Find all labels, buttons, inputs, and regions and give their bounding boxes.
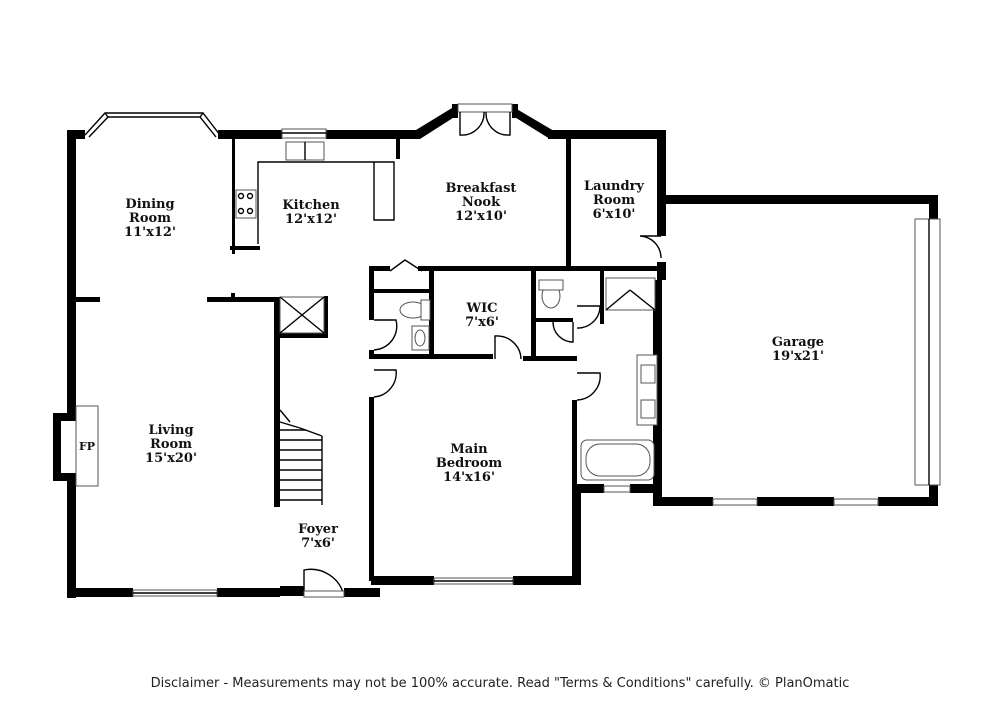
fireplace-label: FP <box>79 440 95 453</box>
main-bedroom-label-line2: Bedroom <box>436 456 503 471</box>
dining-room-size: 11'x12' <box>124 225 176 240</box>
laundry-room-size: 6'x10' <box>593 207 636 222</box>
foyer-label: Foyer <box>298 522 338 537</box>
dining-room-label: Dining <box>125 197 174 212</box>
main-bedroom-size: 14'x16' <box>443 470 495 485</box>
dining-room-label-line2: Room <box>129 211 171 226</box>
laundry-room-label-line2: Room <box>593 193 635 208</box>
stairs <box>279 409 323 505</box>
foyer-size: 7'x6' <box>301 536 335 551</box>
living-room-size: 15'x20' <box>145 451 197 466</box>
breakfast-nook-size: 12'x10' <box>455 209 507 224</box>
garage-size: 19'x21' <box>772 349 824 364</box>
interior-walls <box>76 139 662 581</box>
wic-size: 7'x6' <box>465 315 499 330</box>
living-room-label: Living <box>148 423 193 438</box>
breakfast-nook-label: Breakfast <box>446 181 517 196</box>
laundry-room-label: Laundry <box>584 179 644 194</box>
fixtures <box>75 141 658 505</box>
living-room-label-line2: Room <box>150 437 192 452</box>
breakfast-nook-label-line2: Nook <box>462 195 501 210</box>
doors <box>303 111 662 598</box>
garage-label: Garage <box>772 335 824 350</box>
kitchen-label: Kitchen <box>282 198 340 213</box>
main-bedroom-label: Main <box>450 442 488 457</box>
disclaimer-text: Disclaimer - Measurements may not be 100… <box>150 676 850 691</box>
windows <box>84 103 941 597</box>
kitchen-size: 12'x12' <box>285 212 337 227</box>
wic-label: WIC <box>465 301 497 316</box>
